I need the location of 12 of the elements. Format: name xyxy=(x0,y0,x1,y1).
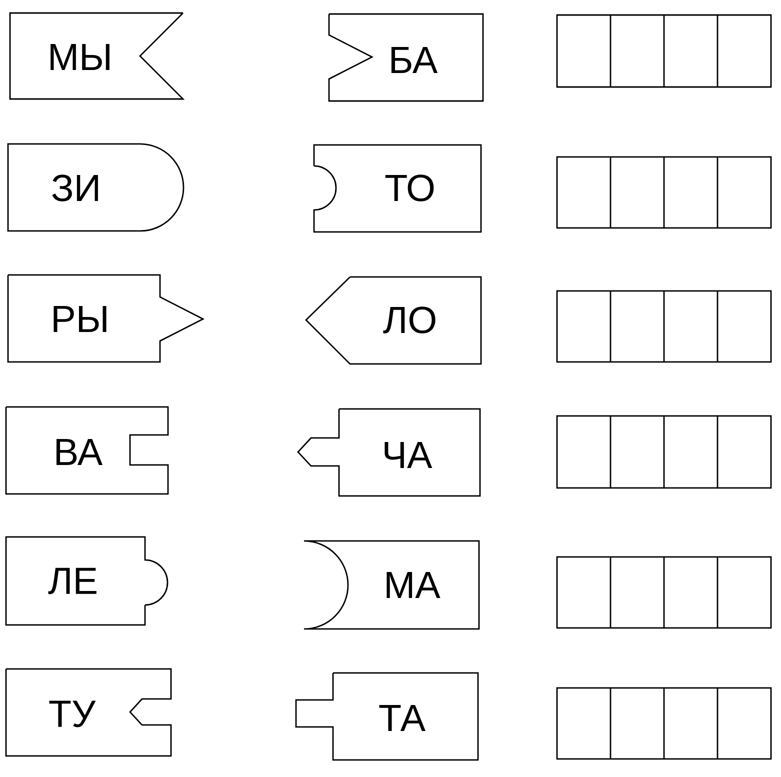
puzzle-piece: ТА xyxy=(295,672,479,761)
puzzle-piece: ЧА xyxy=(297,408,481,497)
puzzle-piece: ТУ xyxy=(5,668,172,757)
puzzle-piece: МА xyxy=(303,540,480,630)
puzzle-piece: ЛО xyxy=(305,276,482,365)
puzzle-piece: БА xyxy=(328,13,484,102)
puzzle-piece: ТО xyxy=(313,144,482,233)
puzzle-piece: РЫ xyxy=(7,274,205,363)
puzzle-piece: ЗИ xyxy=(7,143,184,232)
puzzle-piece: ЛЕ xyxy=(5,536,168,626)
puzzle-piece: МЫ xyxy=(9,12,185,100)
puzzle-piece: ВА xyxy=(5,406,169,495)
